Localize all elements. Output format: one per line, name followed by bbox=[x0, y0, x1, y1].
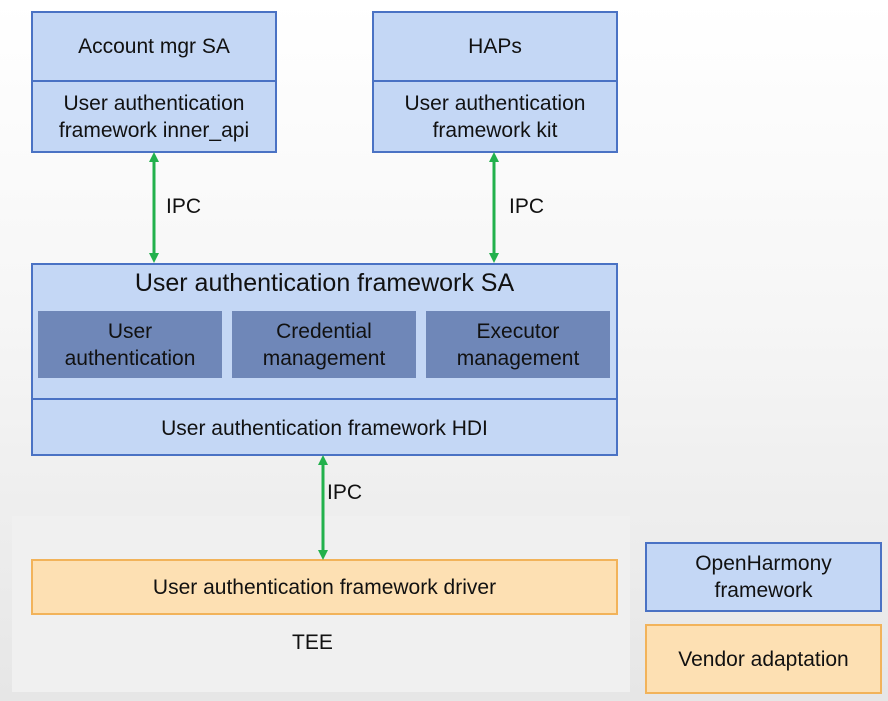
kit-box: User authentication framework kit bbox=[372, 80, 618, 153]
module-credential-management-label: Credential management bbox=[262, 319, 386, 370]
module-user-authentication: User authentication bbox=[38, 311, 222, 378]
sa-hdi-divider bbox=[31, 398, 618, 400]
haps-title: HAPs bbox=[468, 35, 522, 58]
hdi-label: User authentication framework HDI bbox=[161, 416, 488, 440]
sa-title-text: User authentication framework SA bbox=[134, 268, 515, 297]
hdi-box: User authentication framework HDI bbox=[31, 400, 618, 456]
legend-vendor-adaptation: Vendor adaptation bbox=[645, 624, 882, 694]
legend-openharmony-framework: OpenHarmony framework bbox=[645, 542, 882, 612]
driver-box: User authentication framework driver bbox=[31, 559, 618, 615]
account-mgr-sa-title: Account mgr SA bbox=[78, 35, 230, 58]
ipc-label-left: IPC bbox=[166, 195, 202, 218]
module-executor-management-label: Executor management bbox=[456, 319, 580, 370]
module-credential-management: Credential management bbox=[232, 311, 416, 378]
legend-openharmony-label: OpenHarmony framework bbox=[695, 552, 832, 602]
ipc-label-bottom: IPC bbox=[327, 481, 363, 504]
kit-label: User authentication framework kit bbox=[404, 91, 586, 142]
module-user-authentication-label: User authentication bbox=[64, 319, 196, 370]
driver-label: User authentication framework driver bbox=[152, 575, 497, 599]
module-executor-management: Executor management bbox=[426, 311, 610, 378]
haps-box: HAPs bbox=[372, 11, 618, 82]
sa-title: User authentication framework SA bbox=[31, 266, 618, 300]
inner-api-box: User authentication framework inner_api bbox=[31, 80, 277, 153]
ipc-label-right: IPC bbox=[509, 195, 545, 218]
tee-label: TEE bbox=[292, 631, 333, 654]
account-mgr-sa-box: Account mgr SA bbox=[31, 11, 277, 82]
legend-vendor-label: Vendor adaptation bbox=[678, 647, 849, 671]
inner-api-label: User authentication framework inner_api bbox=[58, 91, 250, 142]
